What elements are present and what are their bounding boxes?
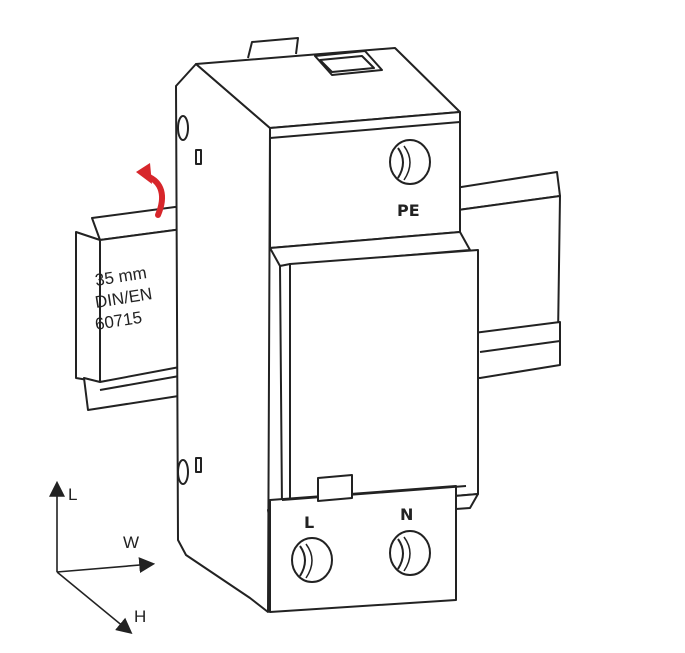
l-terminal-screw (291, 537, 333, 583)
pe-terminal-screw (389, 139, 431, 185)
axis-w-label: W (123, 533, 139, 552)
pe-terminal-label: PE (397, 201, 420, 220)
n-terminal-label: N (400, 505, 413, 524)
axis-l-label: L (68, 485, 77, 504)
axis-indicator (49, 480, 156, 635)
axis-w-line (56, 557, 156, 574)
mounting-arrow (136, 163, 165, 218)
axis-h-label: H (134, 607, 146, 626)
l-terminal-label: L (304, 513, 314, 532)
device-housing (175, 37, 479, 613)
n-terminal-screw (389, 530, 431, 576)
axis-h-line (56, 571, 133, 635)
